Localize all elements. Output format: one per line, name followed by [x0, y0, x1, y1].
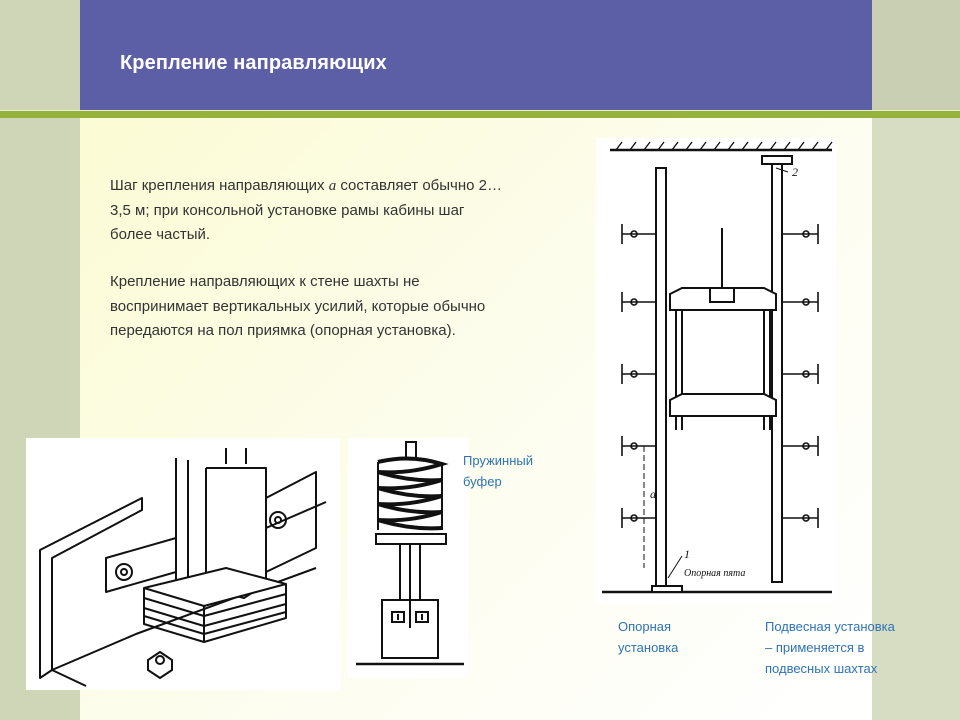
label-support-install: Опорная установка [618, 619, 679, 655]
shaft-label-2: 2 [792, 165, 798, 179]
rail-bracket-drawing [39, 448, 327, 687]
spring-buffer-figure [348, 438, 468, 678]
shaft-guides-drawing: 1 2 a Опорная пята [602, 141, 833, 594]
paragraph-spacing-end: составляет обычно 2… 3,5 м; при консольн… [110, 177, 502, 243]
slide-header [80, 0, 872, 110]
paragraph-spacing-start: Шаг крепления направляющих [110, 177, 329, 194]
rail-bracket-figure [26, 438, 340, 690]
accent-highlight [0, 110, 960, 111]
paragraph-load-transfer: Крепление направляющих к стене шахты не … [110, 273, 486, 339]
accent-line [0, 111, 960, 118]
slide-title: Крепление направляющих [120, 52, 387, 74]
support-heel-label: Опорная пята [684, 568, 745, 579]
dimension-a: a [650, 487, 656, 501]
spring-buffer-drawing [356, 441, 464, 666]
variable-a: a [328, 178, 337, 194]
shaft-label-1: 1 [684, 547, 690, 561]
label-spring-buffer: Пружинный буфер [463, 453, 533, 489]
label-suspended-install: Подвесная установка – применяется в подв… [765, 619, 895, 676]
right-rail [872, 0, 960, 720]
paragraph-spacing: Шаг крепления направляющих a составляет … [110, 174, 510, 248]
shaft-guides-figure: 1 2 a Опорная пята [596, 138, 836, 604]
header-extension [872, 0, 960, 110]
